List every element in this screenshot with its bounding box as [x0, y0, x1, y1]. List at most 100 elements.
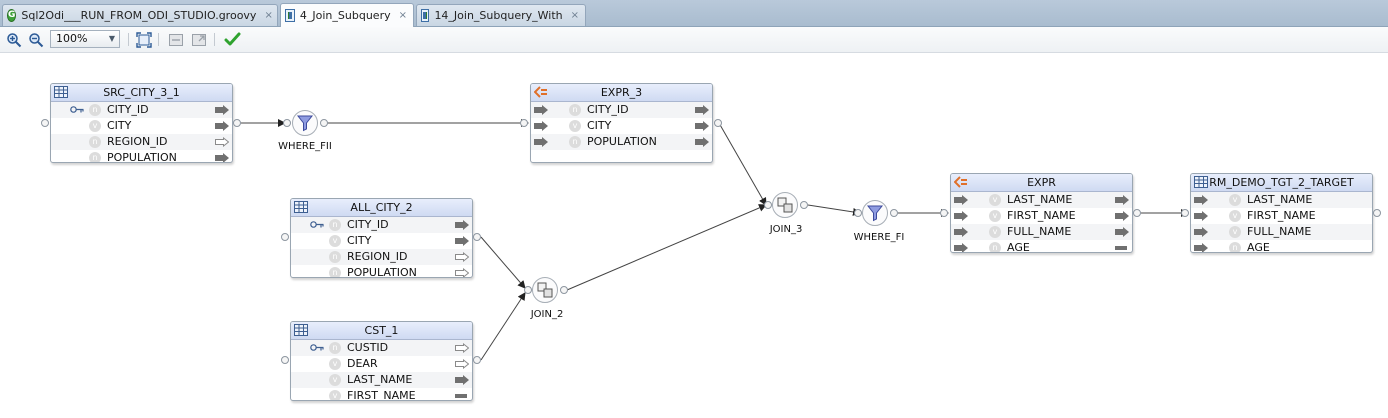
- validate-checkmark-icon[interactable]: [224, 31, 241, 48]
- input-connector-port[interactable]: [524, 286, 532, 294]
- output-arrow-icon: [455, 220, 469, 230]
- expression-expr[interactable]: EXPR v LAST_NAME v FIRST_NAME v FULL_NAM…: [950, 173, 1133, 253]
- tab-14-join-subquery-with[interactable]: 14_Join_Subquery_With ×: [416, 4, 586, 26]
- join-operator-join-2[interactable]: [532, 277, 558, 303]
- input-connector-port[interactable]: [281, 356, 289, 364]
- attribute-row[interactable]: n REGION_ID: [291, 249, 472, 265]
- attribute-name: CITY: [347, 234, 372, 247]
- output-connector-port[interactable]: [560, 286, 568, 294]
- zoom-in-icon[interactable]: [5, 31, 22, 48]
- datastore-all-city-2[interactable]: ALL_CITY_2 n CITY_ID v CITY n REGION_ID …: [290, 198, 473, 278]
- mapping-canvas[interactable]: SRC_CITY_3_1 n CITY_ID v CITY n REGION_I…: [0, 53, 1388, 418]
- output-arrow-multi-icon: [1115, 246, 1127, 250]
- filter-operator-where-fi[interactable]: [862, 200, 888, 226]
- attribute-row[interactable]: n AGE: [951, 240, 1132, 252]
- output-arrow-icon: [695, 105, 709, 115]
- input-connector-port[interactable]: [940, 209, 948, 217]
- output-connector-port[interactable]: [233, 119, 241, 127]
- attribute-row[interactable]: n POPULATION: [531, 134, 712, 150]
- tab-4-join-subquery[interactable]: 4_Join_Subquery ×: [280, 3, 414, 27]
- output-connector-port[interactable]: [473, 233, 481, 241]
- varchar-type-icon: v: [329, 358, 341, 370]
- attribute-row[interactable]: v FULL_NAME: [951, 224, 1132, 240]
- expand-icon[interactable]: [190, 31, 207, 48]
- output-connector-port[interactable]: [1133, 209, 1141, 217]
- close-tab-icon[interactable]: ×: [264, 10, 273, 21]
- attribute-name: CITY_ID: [587, 103, 629, 116]
- connector: [480, 292, 526, 361]
- output-arrow-icon: [215, 153, 229, 162]
- primary-key-icon: [310, 221, 324, 228]
- attribute-row[interactable]: v LAST_NAME: [951, 192, 1132, 208]
- tab-sql2odi-groovy[interactable]: G Sql2Odi___RUN_FROM_ODI_STUDIO.groovy ×: [2, 4, 278, 26]
- datastore-src-city-3-1[interactable]: SRC_CITY_3_1 n CITY_ID v CITY n REGION_I…: [50, 83, 233, 163]
- output-connector-port[interactable]: [473, 356, 481, 364]
- expression-icon: [534, 86, 547, 98]
- input-connector-port[interactable]: [283, 119, 291, 127]
- zoom-out-icon[interactable]: [27, 31, 44, 48]
- attribute-row[interactable]: v FIRST_NAME: [291, 388, 472, 400]
- attribute-name: FIRST_NAME: [1247, 209, 1316, 222]
- input-arrow-icon: [534, 121, 548, 131]
- varchar-type-icon: v: [329, 235, 341, 247]
- zoom-level-select[interactable]: 100% ▼: [50, 30, 120, 48]
- attribute-row[interactable]: v DEAR: [291, 356, 472, 372]
- attribute-row[interactable]: n POPULATION: [291, 265, 472, 277]
- attribute-row[interactable]: n CITY_ID: [291, 217, 472, 233]
- mapping-icon: [421, 9, 430, 22]
- collapse-icon[interactable]: [167, 31, 184, 48]
- datastore-cst-1[interactable]: CST_1 n CUSTID v DEAR v LAST_NAME v FIRS…: [290, 321, 473, 401]
- attribute-name: CITY: [587, 119, 612, 132]
- output-arrow-icon: [215, 105, 229, 115]
- numeric-type-icon: n: [329, 219, 341, 231]
- input-arrow-icon: [954, 211, 968, 221]
- output-connector-port[interactable]: [320, 119, 328, 127]
- attribute-row[interactable]: n CUSTID: [291, 340, 472, 356]
- attribute-row[interactable]: n AGE: [1191, 240, 1372, 252]
- varchar-type-icon: v: [989, 210, 1001, 222]
- join-operator-join-3[interactable]: [772, 192, 798, 218]
- attribute-row[interactable]: v CITY: [291, 233, 472, 249]
- tab-label: 14_Join_Subquery_With: [434, 9, 563, 22]
- primary-key-icon: [70, 106, 84, 113]
- attribute-row[interactable]: v LAST_NAME: [291, 372, 472, 388]
- attribute-row[interactable]: n REGION_ID: [51, 134, 232, 150]
- attribute-row[interactable]: v FIRST_NAME: [1191, 208, 1372, 224]
- attribute-name: LAST_NAME: [1007, 193, 1073, 206]
- attribute-name: REGION_ID: [107, 135, 168, 148]
- input-connector-port[interactable]: [520, 119, 528, 127]
- input-connector-port[interactable]: [1181, 209, 1189, 217]
- attribute-row[interactable]: v FIRST_NAME: [951, 208, 1132, 224]
- input-arrow-icon: [1194, 195, 1208, 205]
- output-arrow-outline-icon: [455, 359, 469, 369]
- filter-operator-where-fii[interactable]: [292, 110, 318, 136]
- output-connector-port[interactable]: [800, 201, 808, 209]
- component-header: SRC_CITY_3_1: [51, 84, 232, 102]
- expression-expr-3[interactable]: EXPR_3 n CITY_ID v CITY n POPULATION: [530, 83, 713, 163]
- attribute-row[interactable]: n POPULATION: [51, 150, 232, 162]
- output-connector-port[interactable]: [890, 209, 898, 217]
- attribute-row[interactable]: n CITY_ID: [51, 102, 232, 118]
- close-tab-icon[interactable]: ×: [398, 10, 407, 21]
- input-connector-port[interactable]: [764, 201, 772, 209]
- fit-to-window-icon[interactable]: [135, 31, 152, 48]
- input-connector-port[interactable]: [41, 119, 49, 127]
- input-connector-port[interactable]: [854, 209, 862, 217]
- varchar-type-icon: v: [569, 120, 581, 132]
- varchar-type-icon: v: [329, 390, 341, 400]
- output-connector-port[interactable]: [714, 119, 722, 127]
- attribute-row[interactable]: n CITY_ID: [531, 102, 712, 118]
- attribute-name: CITY_ID: [107, 103, 149, 116]
- attribute-row[interactable]: v FULL_NAME: [1191, 224, 1372, 240]
- attribute-row[interactable]: v CITY: [531, 118, 712, 134]
- output-arrow-multi-icon: [455, 394, 467, 398]
- datastore-rm-demo-tgt-2-target[interactable]: RM_DEMO_TGT_2_TARGET v LAST_NAME v FIRST…: [1190, 173, 1373, 253]
- input-connector-port[interactable]: [281, 233, 289, 241]
- output-connector-port[interactable]: [1373, 209, 1381, 217]
- attribute-row[interactable]: v LAST_NAME: [1191, 192, 1372, 208]
- toolbar-separator: [158, 33, 159, 46]
- attribute-row[interactable]: v CITY: [51, 118, 232, 134]
- close-tab-icon[interactable]: ×: [570, 10, 579, 21]
- toolbar-separator: [128, 33, 129, 46]
- filter-funnel-icon: [296, 115, 314, 132]
